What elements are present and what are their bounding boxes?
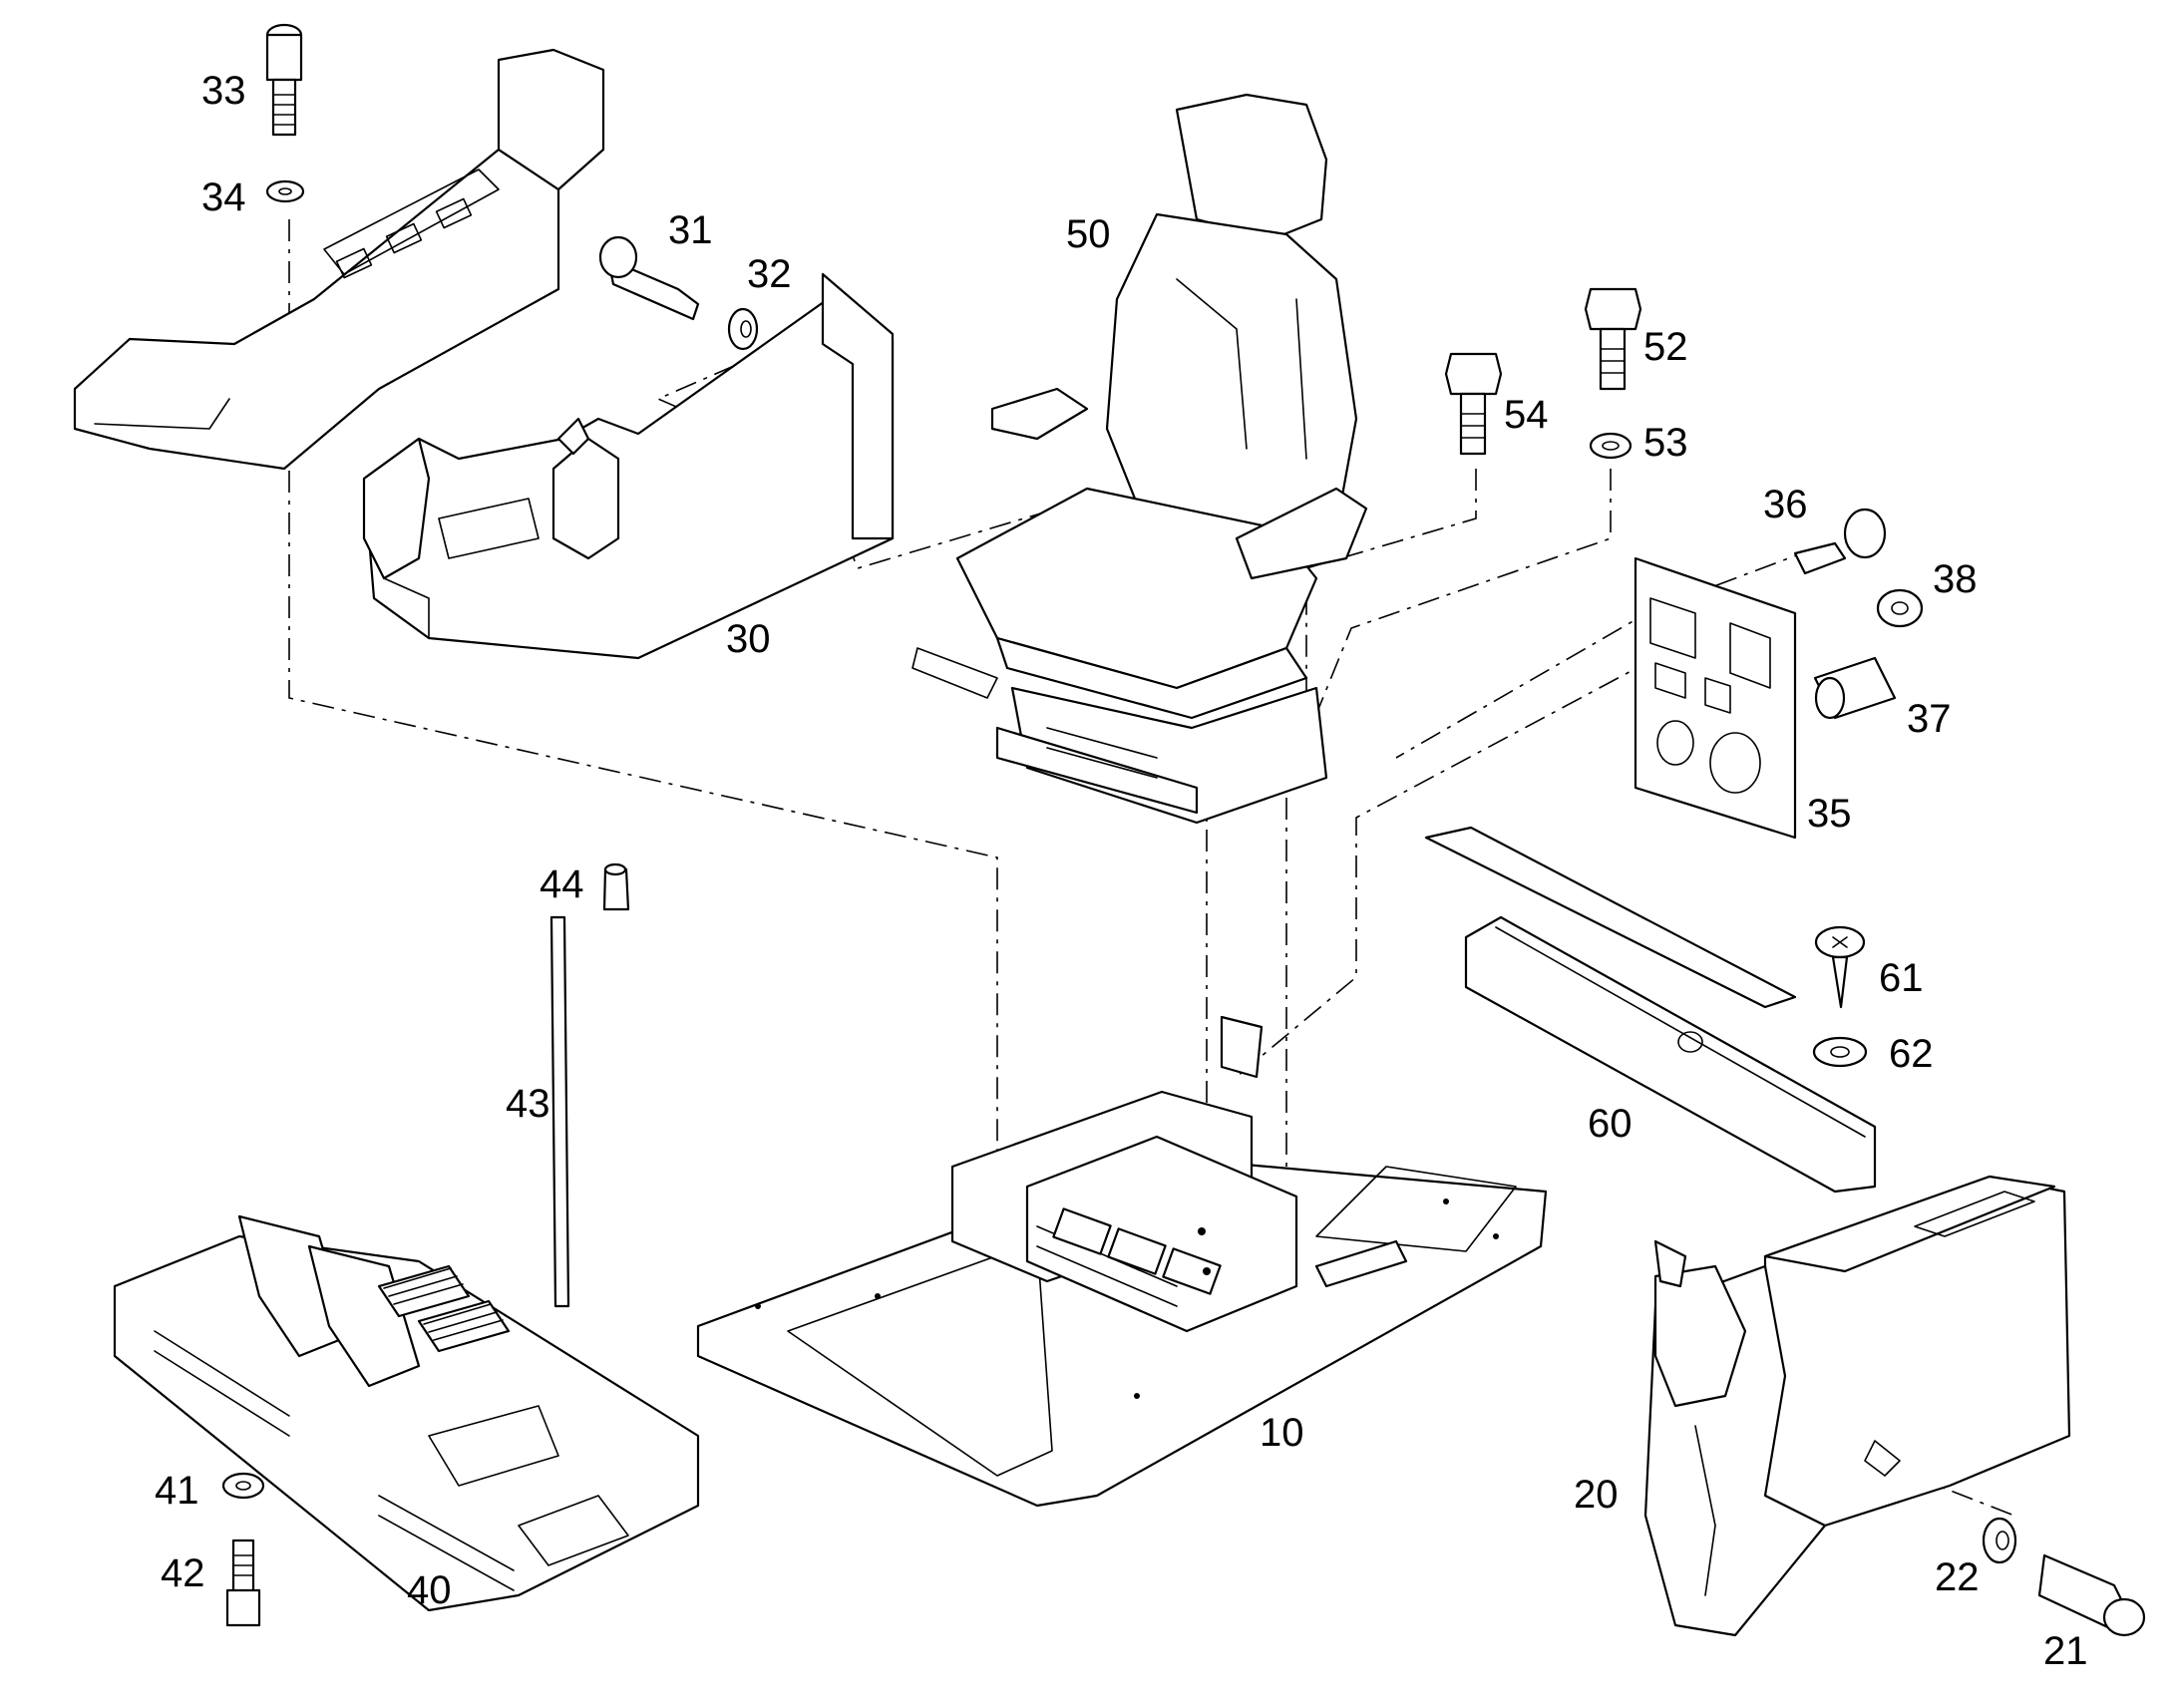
bolt-part-54	[1444, 352, 1503, 456]
bolt-part-21	[2037, 1553, 2146, 1637]
right-console-part-20	[1643, 1175, 2071, 1637]
callout-35: 35	[1807, 792, 1852, 836]
callout-44: 44	[540, 862, 584, 906]
callout-36: 36	[1763, 483, 1808, 526]
bolt-part-52	[1584, 287, 1642, 391]
washer-part-41	[221, 1472, 265, 1500]
callout-32: 32	[747, 252, 792, 296]
callout-labels: 10 20 21 22 30 31 32 33 34 35 36 37 38 4…	[155, 69, 2088, 1673]
washer-part-32	[727, 307, 759, 351]
bolt-part-31	[598, 235, 700, 321]
callout-22: 22	[1935, 1555, 1980, 1599]
callout-40: 40	[407, 1568, 452, 1612]
trim-channel-part-60	[1424, 826, 1877, 1194]
callout-62: 62	[1889, 1032, 1934, 1076]
plug-part-37	[1813, 656, 1897, 720]
washer-part-62	[1812, 1036, 1868, 1068]
washer-part-53	[1589, 432, 1633, 460]
callout-31: 31	[668, 208, 713, 252]
callout-21: 21	[2043, 1629, 2088, 1673]
callout-34: 34	[201, 175, 246, 219]
bolt-part-42	[225, 1538, 261, 1627]
callout-52: 52	[1643, 325, 1688, 369]
callout-53: 53	[1643, 421, 1688, 465]
bushing-part-38	[1876, 588, 1924, 628]
left-console-part-30	[362, 272, 895, 660]
bolt-part-33	[265, 23, 303, 137]
callout-43: 43	[506, 1082, 550, 1126]
pedal-assembly-part-40	[113, 1214, 700, 1612]
callout-37: 37	[1907, 697, 1952, 741]
callout-38: 38	[1933, 557, 1978, 601]
knob-part-44	[602, 862, 630, 911]
callout-30: 30	[726, 617, 771, 661]
mounting-plate-part-35	[1634, 556, 1797, 840]
callout-33: 33	[201, 69, 246, 113]
floor-plate-part-10	[696, 1015, 1548, 1508]
instrument-panel	[73, 48, 605, 471]
callout-10: 10	[1260, 1411, 1304, 1455]
seat-part-50	[911, 93, 1368, 825]
callout-60: 60	[1588, 1102, 1633, 1146]
rod-part-43	[549, 915, 570, 1308]
callout-54: 54	[1504, 393, 1549, 437]
callout-61: 61	[1879, 956, 1924, 1000]
washer-part-34	[265, 179, 305, 203]
callout-50: 50	[1066, 212, 1111, 256]
callout-20: 20	[1574, 1473, 1619, 1517]
callout-42: 42	[161, 1551, 205, 1595]
screw-part-61	[1814, 925, 1866, 1009]
bolt-part-36	[1793, 508, 1887, 575]
callout-41: 41	[155, 1469, 199, 1513]
washer-part-22	[1982, 1517, 2017, 1564]
